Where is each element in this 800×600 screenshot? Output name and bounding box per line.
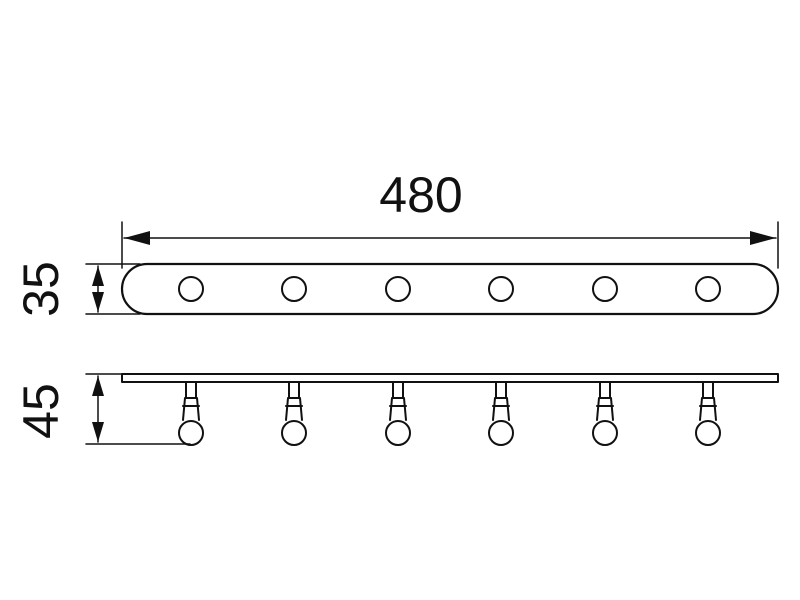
hook-stem — [392, 381, 404, 399]
hook — [695, 381, 721, 446]
depth-label: 45 — [13, 383, 69, 439]
height-dimension — [85, 263, 141, 315]
hook-stem — [702, 381, 714, 399]
hook-stem — [599, 381, 611, 399]
hook-stem — [495, 381, 507, 399]
height-arrow-bottom — [92, 292, 104, 312]
depth-dimension — [85, 373, 191, 445]
hook-stem — [185, 381, 197, 399]
hook-neck — [389, 397, 407, 421]
height-label: 35 — [13, 261, 69, 317]
length-arrow-left — [124, 231, 150, 245]
length-arrow-right — [750, 231, 776, 245]
hook-ball — [281, 420, 307, 446]
hook-neck — [596, 397, 614, 421]
mounting-hole — [178, 276, 204, 302]
hook-neck — [492, 397, 510, 421]
mounting-hole — [695, 276, 721, 302]
hook-ball — [178, 420, 204, 446]
hook — [592, 381, 618, 446]
mounting-hole — [281, 276, 307, 302]
rail-plate-top — [120, 262, 780, 316]
hook-ball — [488, 420, 514, 446]
hook-ball — [695, 420, 721, 446]
hook-stem — [288, 381, 300, 399]
hook-neck — [182, 397, 200, 421]
hooks — [178, 381, 721, 446]
hook-ball — [592, 420, 618, 446]
rail-plate-side — [121, 373, 779, 383]
hook — [281, 381, 307, 446]
length-dimension — [121, 221, 779, 269]
mounting-holes — [178, 276, 721, 302]
depth-arrow-top — [92, 376, 104, 396]
hook — [178, 381, 204, 446]
mounting-hole — [592, 276, 618, 302]
length-label: 480 — [379, 167, 462, 223]
hook — [385, 381, 411, 446]
mounting-hole — [385, 276, 411, 302]
hook — [488, 381, 514, 446]
mounting-hole — [488, 276, 514, 302]
hook-ball — [385, 420, 411, 446]
hook-neck — [699, 397, 717, 421]
height-arrow-top — [92, 266, 104, 286]
top-view — [120, 262, 780, 316]
depth-arrow-bottom — [92, 422, 104, 442]
side-view — [121, 373, 779, 446]
hook-neck — [285, 397, 303, 421]
